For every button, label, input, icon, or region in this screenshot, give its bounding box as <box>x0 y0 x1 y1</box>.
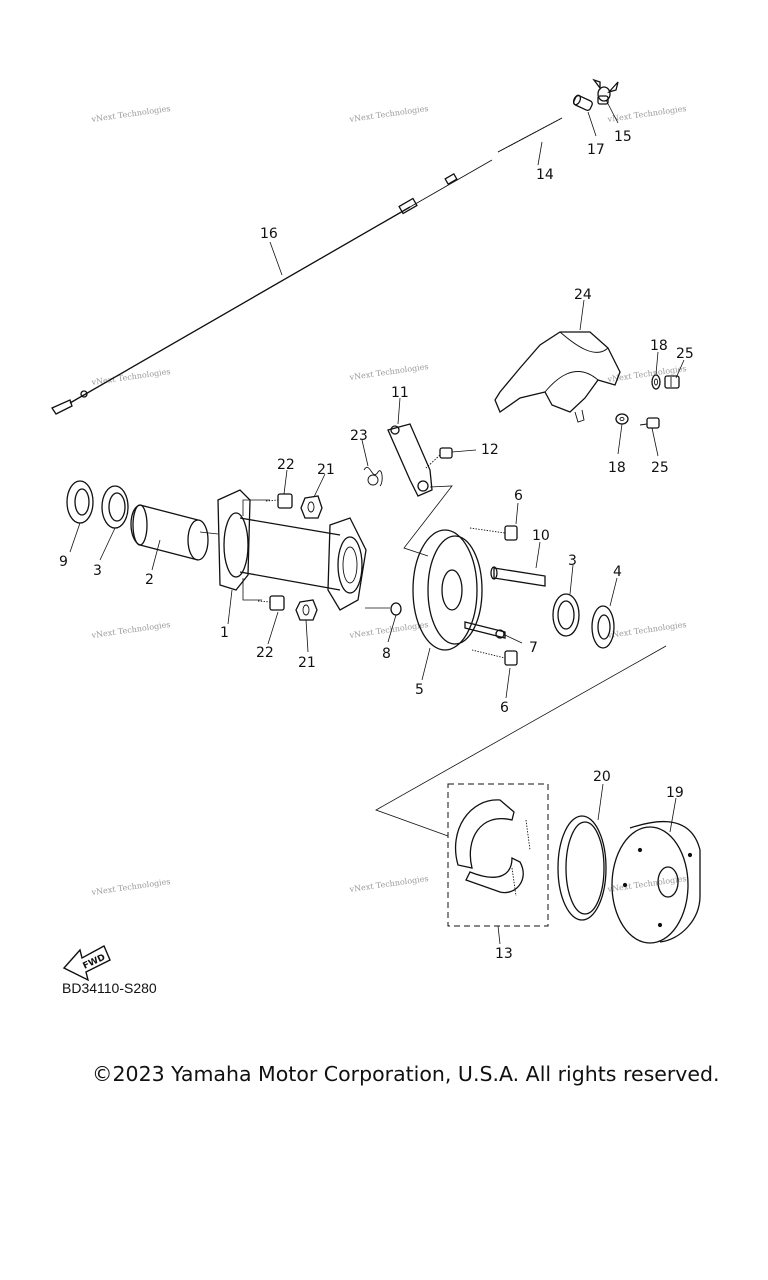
callout-24: 24 <box>574 287 592 303</box>
callout-5: 5 <box>415 682 424 698</box>
watermark: vNext Technologies <box>348 874 429 894</box>
callout-21-upper: 21 <box>317 462 335 478</box>
callout-21-lower: 21 <box>298 655 316 671</box>
callout-25-upper: 25 <box>676 346 694 362</box>
watermark: vNext Technologies <box>606 874 687 894</box>
callout-8: 8 <box>382 646 391 662</box>
callout-1: 1 <box>220 625 229 641</box>
callout-9: 9 <box>59 554 68 570</box>
callout-labels: 1 2 3 3 4 5 6 6 7 8 9 10 11 12 13 14 15 … <box>59 129 694 962</box>
callout-15: 15 <box>614 129 632 145</box>
callout-11: 11 <box>391 385 409 401</box>
part-6-bolt-upper <box>469 525 518 541</box>
callout-13: 13 <box>495 946 513 962</box>
part-22-bolt-upper <box>265 493 293 509</box>
copyright-notice: ©2023 Yamaha Motor Corporation, U.S.A. A… <box>92 1062 720 1086</box>
part-5-brake-panel <box>412 529 483 651</box>
watermark: vNext Technologies <box>348 362 429 382</box>
callout-6-lower: 6 <box>500 700 509 716</box>
part-19-brake-drum <box>611 820 701 944</box>
callout-18-upper: 18 <box>650 338 668 354</box>
part-21-nut-lower <box>295 599 318 621</box>
fwd-arrow-icon: FWD <box>62 945 111 982</box>
callout-3-right: 3 <box>568 553 577 569</box>
part-15-wing-nut <box>592 78 619 105</box>
callout-19: 19 <box>666 785 684 801</box>
part-18-washer-upper <box>651 374 661 390</box>
part-20-seal-ring <box>557 815 607 921</box>
part-25-bolt-lower <box>639 417 660 429</box>
part-21-nut-upper <box>300 495 323 519</box>
part-8-nut <box>390 602 402 616</box>
part-16-brake-cable <box>51 159 493 415</box>
watermark: vNext Technologies <box>90 877 171 897</box>
callout-2: 2 <box>145 572 154 588</box>
callout-3-left: 3 <box>93 563 102 579</box>
part-9-oil-seal <box>66 480 94 524</box>
part-14-spring <box>497 117 563 153</box>
part-4-oil-seal <box>591 605 615 649</box>
part-23-spring <box>363 467 383 487</box>
callout-17: 17 <box>587 142 605 158</box>
callout-20: 20 <box>593 769 611 785</box>
callout-10: 10 <box>532 528 550 544</box>
callout-25-lower: 25 <box>651 460 669 476</box>
part-1-axle-housing <box>217 489 367 611</box>
callout-4: 4 <box>613 564 622 580</box>
part-18-washer-lower <box>615 413 629 425</box>
part-17-collar <box>572 94 593 111</box>
leader-lines <box>69 99 685 945</box>
callout-22-upper: 22 <box>277 457 295 473</box>
callout-6-upper: 6 <box>514 488 523 504</box>
watermark: vNext Technologies <box>606 104 687 124</box>
part-12-bolt <box>425 447 453 469</box>
part-13-brake-shoe-kit <box>447 783 549 927</box>
watermark: vNext Technologies <box>606 620 687 640</box>
part-24-cover <box>494 331 621 423</box>
part-11-brake-lever <box>387 423 433 497</box>
callout-12: 12 <box>481 442 499 458</box>
diagram-reference: BD34110-S280 <box>62 980 157 996</box>
part-7-pin <box>464 621 506 639</box>
part-10-camshaft <box>490 566 546 587</box>
watermark: vNext Technologies <box>90 104 171 124</box>
callout-7: 7 <box>529 640 538 656</box>
part-3-bearing-left <box>101 485 129 529</box>
part-25-bolt-upper <box>664 375 680 389</box>
part-2-collar <box>130 504 209 561</box>
callout-18-lower: 18 <box>608 460 626 476</box>
callout-23: 23 <box>350 428 368 444</box>
watermark: vNext Technologies <box>348 104 429 124</box>
callout-22-lower: 22 <box>256 645 274 661</box>
watermark: vNext Technologies <box>90 620 171 640</box>
part-22-bolt-lower <box>257 595 285 611</box>
part-3-bearing-right <box>552 593 580 637</box>
part-6-bolt-lower <box>471 649 518 666</box>
watermark: vNext Technologies <box>348 620 429 640</box>
callout-16: 16 <box>260 226 278 242</box>
callout-14: 14 <box>536 167 554 183</box>
